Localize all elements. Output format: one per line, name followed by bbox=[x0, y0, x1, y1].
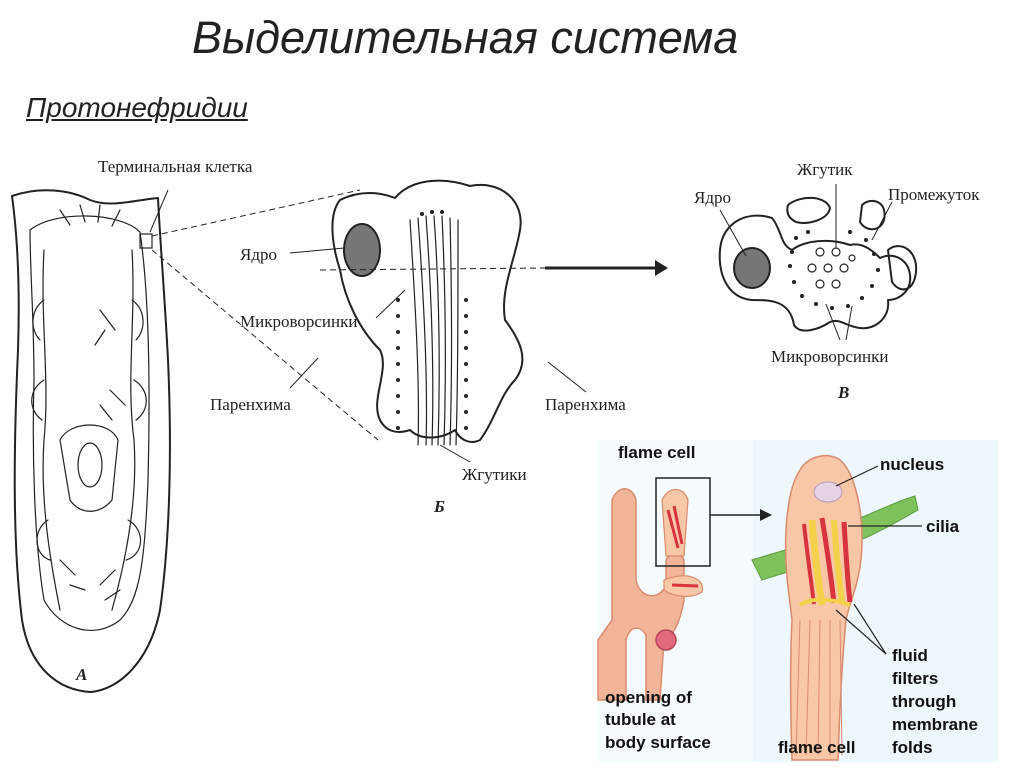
label-fluid-line2: filters bbox=[892, 669, 938, 688]
label-flagella: Жгутики bbox=[462, 465, 527, 484]
slide-subtitle: Протонефридии bbox=[26, 92, 248, 123]
arrow-b-to-v-head bbox=[655, 260, 668, 276]
label-flame-cell-top: flame cell bbox=[618, 443, 696, 462]
label-fluid-line5: folds bbox=[892, 738, 933, 757]
zoom-line-top bbox=[151, 189, 361, 237]
flatworm-body-outline bbox=[11, 189, 171, 693]
label-fluid-line4: membrane bbox=[892, 715, 978, 734]
panel-letter-b: Б bbox=[433, 497, 445, 516]
zoom-box bbox=[655, 477, 711, 567]
leader-fluid-1 bbox=[853, 603, 887, 655]
flame-cell-b-outline bbox=[331, 179, 524, 443]
figure-flame-cell-color: flame cell opening of tubule at body sur… bbox=[597, 440, 998, 762]
zoom-arrow-head bbox=[760, 509, 772, 521]
leader-microvilli-v-1 bbox=[825, 303, 841, 341]
small-flame-cell-1 bbox=[661, 488, 689, 557]
panel-v-cross-section: Ядро Жгутик Промежуток Микроворсинки В bbox=[694, 160, 980, 402]
leader-parenchyma-left bbox=[289, 357, 319, 389]
label-nucleus: nucleus bbox=[880, 455, 944, 474]
label-microvilli-b: Микроворсинки bbox=[240, 312, 357, 331]
microvilli-dots-v bbox=[788, 230, 880, 310]
label-fluid-line3: through bbox=[892, 692, 956, 711]
leader-nucleus-b bbox=[289, 247, 345, 254]
section-line bbox=[319, 267, 546, 271]
tubule-wall-stripes bbox=[795, 619, 843, 756]
label-microvilli-v: Микроворсинки bbox=[771, 347, 888, 366]
flatworm-inner-outline bbox=[29, 215, 150, 631]
label-nucleus-v: Ядро bbox=[694, 188, 731, 207]
small-flame-cell-2-cilia bbox=[671, 583, 699, 588]
panel-letter-a: А bbox=[75, 665, 87, 684]
membrane-folds bbox=[798, 597, 851, 607]
label-parenchyma-left: Паренхима bbox=[210, 395, 291, 414]
panel-b-flame-cell: Ядро Микроворсинки Паренхима Паренхима Ж… bbox=[210, 179, 668, 516]
adjacent-cell-2 bbox=[859, 200, 886, 231]
tubule-opening bbox=[655, 629, 677, 651]
leader-nucleus-v bbox=[719, 209, 747, 257]
adjacent-cell-3 bbox=[887, 245, 918, 291]
parenchyma-strand-right bbox=[845, 495, 919, 543]
terminal-cell-leader bbox=[149, 189, 169, 233]
label-gap: Промежуток bbox=[888, 185, 980, 204]
label-fluid-line1: fluid bbox=[892, 646, 928, 665]
microvilli-dots-b bbox=[396, 210, 468, 430]
label-opening-line2: tubule at bbox=[605, 710, 676, 729]
leader-gap bbox=[871, 201, 893, 241]
nucleus-v bbox=[733, 247, 771, 289]
leader-parenchyma-right bbox=[547, 361, 587, 393]
leader-nucleus bbox=[835, 465, 879, 487]
adjacent-cell-1 bbox=[786, 196, 831, 224]
enlarged-nucleus bbox=[813, 481, 843, 503]
label-flagellum: Жгутик bbox=[797, 160, 853, 179]
flagella-rings-v bbox=[807, 247, 856, 289]
nucleus-b bbox=[343, 223, 381, 277]
panel-a-flatworm: Терминальная клетка А bbox=[11, 157, 253, 693]
slide-title: Выделительная система bbox=[192, 12, 739, 63]
leader-microvilli-v-2 bbox=[845, 305, 853, 341]
terminal-cell-marker bbox=[139, 233, 153, 249]
leader-fluid-2 bbox=[835, 609, 887, 655]
leader-microvilli-b bbox=[375, 289, 406, 319]
leader-flagella bbox=[439, 444, 471, 463]
flatworm-pharynx bbox=[59, 424, 119, 512]
label-opening-line3: body surface bbox=[605, 733, 711, 752]
excretory-canals bbox=[31, 204, 147, 611]
panel-letter-v: В bbox=[837, 383, 849, 402]
label-nucleus-b: Ядро bbox=[240, 245, 277, 264]
label-opening-line1: opening of bbox=[605, 688, 692, 707]
label-parenchyma-right: Паренхима bbox=[545, 395, 626, 414]
flagella-bundle-b bbox=[409, 215, 459, 446]
enlarged-cilia bbox=[802, 517, 853, 606]
label-cilia: cilia bbox=[926, 517, 960, 536]
small-flame-cell-1-cilia bbox=[666, 505, 684, 549]
cross-section-outline-v bbox=[718, 214, 912, 332]
pharynx-core bbox=[77, 442, 103, 488]
label-terminal-cell: Терминальная клетка bbox=[98, 157, 253, 176]
label-flame-cell-bottom: flame cell bbox=[778, 738, 856, 757]
